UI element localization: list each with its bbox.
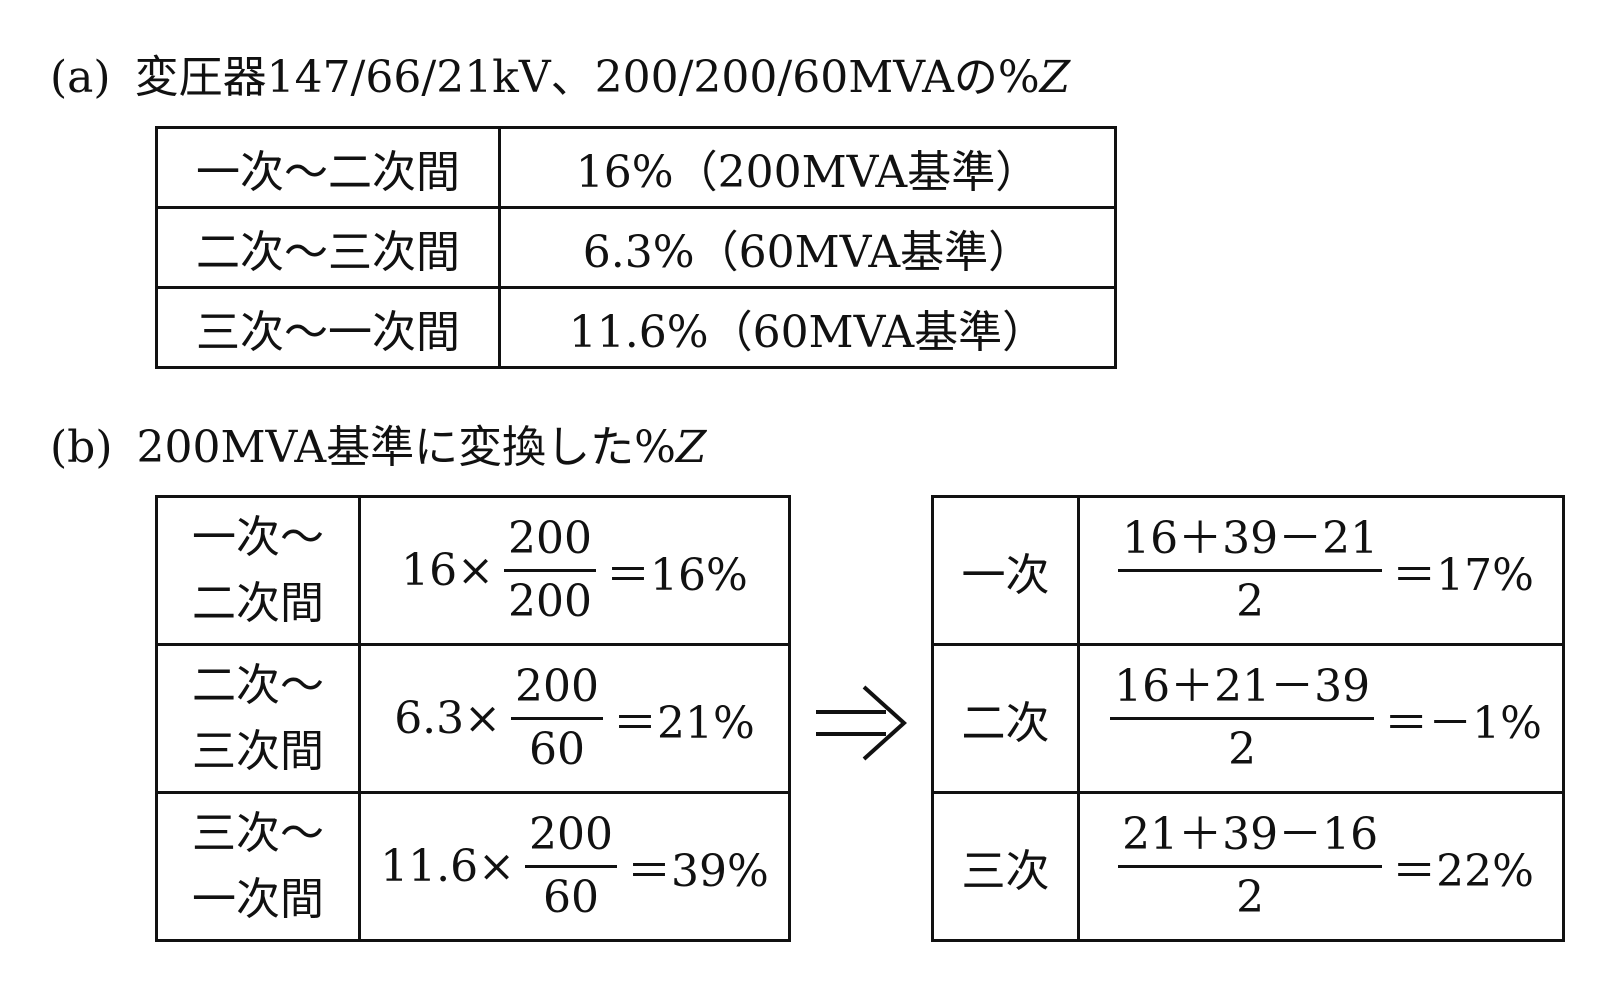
section-b-heading: (b) 200MVA基準に変換した%Z [50, 418, 707, 478]
impedance-cell: 6.3%（60MVA基準） [498, 206, 1117, 289]
fraction: 200 200 [504, 509, 597, 632]
result: ＝22% [1392, 845, 1534, 897]
section-b-z: Z [675, 422, 707, 473]
pair-line-2: 二次間 [192, 577, 324, 629]
result: ＝－1% [1384, 697, 1542, 749]
section-a-label: (a) [50, 52, 111, 103]
denominator: 2 [1228, 724, 1257, 775]
pair-line-1: 一次～ [192, 511, 324, 563]
result: ＝21% [613, 697, 755, 749]
result: ＝39% [627, 845, 769, 897]
implies-arrow-icon [816, 685, 907, 761]
fraction: 200 60 [525, 805, 618, 928]
numerator: 200 [511, 657, 604, 720]
table-row: 一次 16＋39－21 2 ＝17% [931, 495, 1565, 646]
winding-calc-cell: 16＋21－39 2 ＝－1% [1077, 643, 1565, 794]
winding-pair-cell: 三次～一次間 [155, 286, 501, 369]
table-row: 一次～二次間 16%（200MVA基準） [155, 126, 1117, 209]
winding-pair-cell: 一次～ 二次間 [155, 495, 361, 646]
conversion-cell: 16× 200 200 ＝16% [358, 495, 791, 646]
impedance-cell: 11.6%（60MVA基準） [498, 286, 1117, 369]
winding-cell: 二次 [931, 643, 1080, 794]
fraction: 200 60 [511, 657, 604, 780]
denominator: 60 [543, 872, 600, 923]
winding-pair-cell: 三次～ 一次間 [155, 791, 361, 942]
section-b-label: (b) [50, 422, 113, 473]
table-row: 二次～ 三次間 6.3× 200 60 ＝21% [155, 643, 791, 794]
conversion-cell: 6.3× 200 60 ＝21% [358, 643, 791, 794]
result: ＝17% [1392, 549, 1534, 601]
numerator: 200 [525, 805, 618, 868]
denominator: 2 [1236, 576, 1265, 627]
coefficient: 11.6× [380, 841, 516, 892]
pair-line-2: 一次間 [192, 873, 324, 925]
denominator: 200 [508, 576, 593, 627]
numerator: 16＋39－21 [1118, 509, 1383, 572]
table-row: 三次～一次間 11.6%（60MVA基準） [155, 286, 1117, 369]
winding-cell: 一次 [931, 495, 1080, 646]
winding-pair-cell: 二次～ 三次間 [155, 643, 361, 794]
conversion-cell: 11.6× 200 60 ＝39% [358, 791, 791, 942]
table-row: 一次～ 二次間 16× 200 200 ＝16% [155, 495, 791, 646]
table-row: 二次～三次間 6.3%（60MVA基準） [155, 206, 1117, 289]
numerator: 21＋39－16 [1118, 805, 1383, 868]
coefficient: 16× [401, 545, 495, 596]
section-a-title: 変圧器147/66/21kV、200/200/60MVAの% [134, 52, 1040, 103]
result: ＝16% [606, 549, 748, 601]
winding-calc-cell: 16＋39－21 2 ＝17% [1077, 495, 1565, 646]
denominator: 2 [1236, 872, 1265, 923]
winding-cell: 三次 [931, 791, 1080, 942]
fraction: 21＋39－16 2 [1118, 805, 1383, 928]
fraction: 16＋39－21 2 [1118, 509, 1383, 632]
winding-calc-cell: 21＋39－16 2 ＝22% [1077, 791, 1565, 942]
pair-line-1: 三次～ [192, 807, 324, 859]
numerator: 16＋21－39 [1110, 657, 1375, 720]
table-row: 三次 21＋39－16 2 ＝22% [931, 791, 1565, 942]
numerator: 200 [504, 509, 597, 572]
conversion-table: 一次～ 二次間 16× 200 200 ＝16% 二次～ 三次間 6.3× 20… [155, 495, 791, 942]
section-a-heading: (a) 変圧器147/66/21kV、200/200/60MVAの%Z [50, 48, 1070, 108]
winding-pair-cell: 二次～三次間 [155, 206, 501, 289]
pair-line-1: 二次～ [192, 659, 324, 711]
section-b-title: 200MVA基準に変換した% [136, 422, 676, 473]
pair-line-2: 三次間 [192, 725, 324, 777]
impedance-table: 一次～二次間 16%（200MVA基準） 二次～三次間 6.3%（60MVA基準… [155, 126, 1117, 369]
denominator: 60 [529, 724, 586, 775]
winding-pair-cell: 一次～二次間 [155, 126, 501, 209]
impedance-cell: 16%（200MVA基準） [498, 126, 1117, 209]
fraction: 16＋21－39 2 [1110, 657, 1375, 780]
winding-impedance-table: 一次 16＋39－21 2 ＝17% 二次 16＋21－39 2 ＝－1% 三次 [931, 495, 1565, 942]
section-a-z: Z [1039, 52, 1071, 103]
table-row: 三次～ 一次間 11.6× 200 60 ＝39% [155, 791, 791, 942]
table-row: 二次 16＋21－39 2 ＝－1% [931, 643, 1565, 794]
coefficient: 6.3× [394, 693, 502, 744]
